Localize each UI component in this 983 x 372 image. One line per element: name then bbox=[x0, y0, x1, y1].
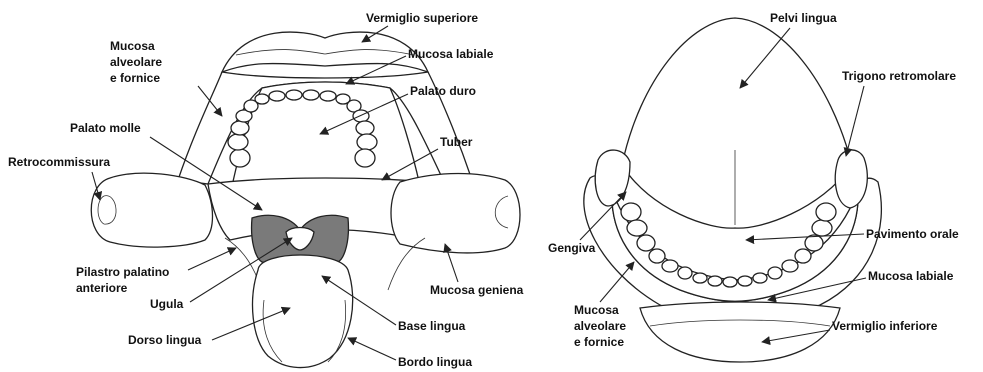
label-mucosa-alveolare-lower-2: alveolare bbox=[574, 319, 626, 333]
label-pavimento-orale: Pavimento orale bbox=[866, 227, 959, 241]
label-trigono-retromolare: Trigono retromolare bbox=[842, 69, 956, 83]
label-dorso-lingua: Dorso lingua bbox=[128, 333, 202, 347]
label-gengiva: Gengiva bbox=[548, 241, 596, 255]
label-base-lingua: Base lingua bbox=[398, 319, 466, 333]
label-vermiglio-inferiore: Vermiglio inferiore bbox=[832, 319, 938, 333]
label-ugula: Ugula bbox=[150, 297, 184, 311]
leader-trigono-retromolare bbox=[846, 86, 864, 156]
label-pilastro-1: Pilastro palatino bbox=[76, 265, 169, 279]
label-mucosa-geniena: Mucosa geniena bbox=[430, 283, 524, 297]
leader-pilastro bbox=[188, 248, 236, 270]
leader-bordo-lingua bbox=[348, 338, 396, 360]
label-mucosa-alveolare-upper-3: e fornice bbox=[110, 71, 160, 85]
label-mucosa-labiale-upper: Mucosa labiale bbox=[408, 47, 494, 61]
label-pilastro-2: anteriore bbox=[76, 281, 128, 295]
label-palato-molle: Palato molle bbox=[70, 121, 141, 135]
label-vermiglio-superiore: Vermiglio superiore bbox=[366, 11, 478, 25]
label-mucosa-alveolare-lower-1: Mucosa bbox=[574, 303, 619, 317]
label-tuber: Tuber bbox=[440, 135, 473, 149]
label-palato-duro: Palato duro bbox=[410, 84, 476, 98]
label-pelvi-lingua: Pelvi lingua bbox=[770, 11, 837, 25]
label-mucosa-alveolare-upper-2: alveolare bbox=[110, 55, 162, 69]
label-mucosa-alveolare-lower-3: e fornice bbox=[574, 335, 624, 349]
label-mucosa-labiale-lower: Mucosa labiale bbox=[868, 269, 954, 283]
label-mucosa-alveolare-upper-1: Mucosa bbox=[110, 39, 155, 53]
label-bordo-lingua: Bordo lingua bbox=[398, 355, 472, 369]
label-retrocommissura: Retrocommissura bbox=[8, 155, 110, 169]
lower-arch-drawing bbox=[584, 18, 882, 362]
